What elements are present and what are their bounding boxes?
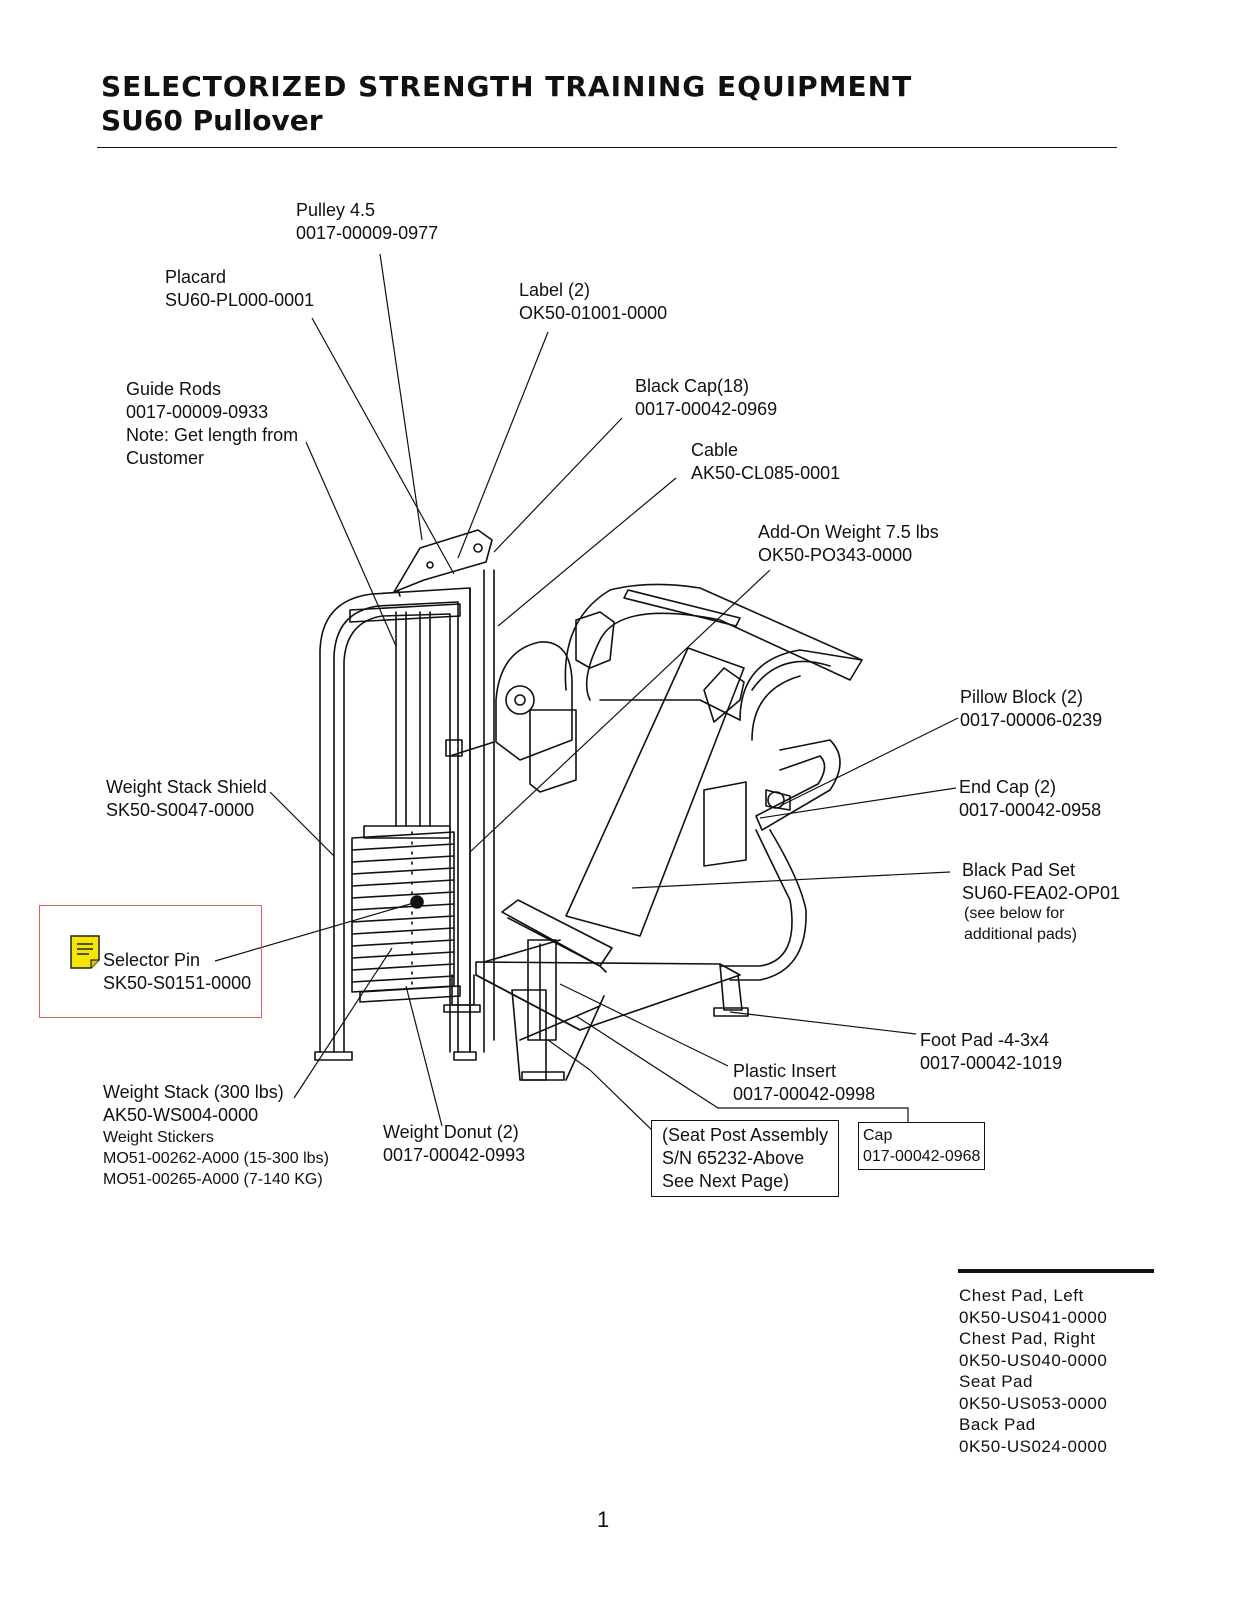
callout-pillow-block: Pillow Block (2) 0017-00006-0239 [960,686,1102,732]
callout-part-number: 0017-00009-0933 [126,402,269,422]
callout-part-number: 0017-00009-0977 [296,223,439,243]
callout-part-number: MO51-00262-A000 (15-300 lbs) [103,1150,329,1167]
callout-part-number: SK50-S0151-0000 [103,973,252,993]
callout-black-pad-set-note: (see below for additional pads) [964,903,1077,945]
callout-selector-pin: Selector Pin SK50-S0151-0000 [103,949,251,995]
callout-name: Selector Pin [103,950,201,970]
callout-name: Pulley 4.5 [296,200,376,220]
callout-part-number: 0017-00042-0969 [635,399,778,419]
callout-name: Cable [691,440,739,460]
callout-name: End Cap (2) [959,777,1057,797]
callout-part-number: OK50-01001-0000 [519,303,668,323]
callout-part-number: AK50-CL085-0001 [691,463,841,483]
callout-black-pad-set: Black Pad Set SU60-FEA02-OP01 [962,859,1120,905]
page-number: 1 [597,1507,610,1532]
callout-part-number: SU60-PL000-0001 [165,290,315,310]
callout-weight-stack: Weight Stack (300 lbs) AK50-WS004-0000 [103,1081,284,1127]
callout-add-on-weight: Add-On Weight 7.5 lbs OK50-PO343-0000 [758,521,939,567]
document-title: SELECTORIZED STRENGTH TRAINING EQUIPMENT… [101,70,912,138]
title-divider [97,147,1117,148]
list-item: 0K50-US040-0000 [959,1350,1108,1370]
callout-name: Add-On Weight 7.5 lbs [758,522,939,542]
pads-list-divider [958,1269,1154,1273]
callout-part-number: 017-00042-0968 [863,1148,981,1165]
callout-name: Foot Pad -4-3x4 [920,1030,1050,1050]
callout-foot-pad: Foot Pad -4-3x4 0017-00042-1019 [920,1029,1062,1075]
sticky-note-icon[interactable] [69,934,101,970]
callout-plastic-insert: Plastic Insert 0017-00042-0998 [733,1060,875,1106]
callout-note: Customer [126,448,205,468]
callout-part-number: 0017-00042-0958 [959,800,1102,820]
weight-stack-plates [351,825,461,1003]
base-frame [443,939,749,1031]
callout-pulley: Pulley 4.5 0017-00009-0977 [296,199,438,245]
list-item: Seat Pad [959,1372,1033,1391]
callout-note: See Next Page) [662,1171,790,1191]
additional-pads-list: Chest Pad, Left 0K50-US041-0000 Chest Pa… [959,1285,1107,1457]
callout-part-number: OK50-PO343-0000 [758,545,913,565]
callout-end-cap: End Cap (2) 0017-00042-0958 [959,776,1101,822]
callout-seat-post-assembly: (Seat Post Assembly S/N 65232-Above See … [651,1120,839,1197]
callout-part-number: 0017-00042-0998 [733,1084,876,1104]
callout-name: Placard [165,267,227,287]
list-item: 0K50-US024-0000 [959,1436,1108,1456]
leader-lines [214,253,959,1135]
callout-placard: Placard SU60-PL000-0001 [165,266,314,312]
list-item: Chest Pad, Right [959,1329,1096,1348]
callout-name: Weight Stack (300 lbs) [103,1082,284,1102]
callout-part-number: MO51-00265-A000 (7-140 KG) [103,1171,323,1188]
seat-assembly [501,899,613,1081]
callout-part-number: SK50-S0047-0000 [106,800,255,820]
callout-part-number: 0017-00006-0239 [960,710,1103,730]
callout-part-number: SU60-FEA02-OP01 [962,883,1121,903]
callout-weight-donut: Weight Donut (2) 0017-00042-0993 [383,1121,525,1167]
callout-cap: Cap 017-00042-0968 [858,1122,986,1170]
title-line-1: SELECTORIZED STRENGTH TRAINING EQUIPMENT [101,70,913,103]
callout-part-number: 0017-00042-0993 [383,1145,526,1165]
callout-name: Black Pad Set [962,860,1076,880]
callout-weight-stickers: Weight Stickers MO51-00262-A000 (15-300 … [103,1127,329,1190]
callout-label: Label (2) OK50-01001-0000 [519,279,667,325]
callout-note: S/N 65232-Above [662,1148,805,1168]
callout-name: Weight Stack Shield [106,777,267,797]
callout-name: Cap [863,1127,893,1144]
callout-name: Weight Stickers [103,1129,214,1146]
list-item: Back Pad [959,1415,1036,1434]
callout-part-number: AK50-WS004-0000 [103,1105,259,1125]
title-line-2: SU60 Pullover [101,104,323,137]
list-item: Chest Pad, Left [959,1286,1084,1305]
back-pad-shape [565,647,745,937]
callout-note: additional pads) [964,926,1077,943]
callout-name: Weight Donut (2) [383,1122,519,1142]
callout-note: Note: Get length from [126,425,299,445]
callout-name: Guide Rods [126,379,222,399]
callout-name: (Seat Post Assembly [662,1125,829,1145]
list-item: 0K50-US041-0000 [959,1307,1108,1327]
callout-name: Label (2) [519,280,591,300]
pivot-housing [445,611,615,793]
callout-name: Plastic Insert [733,1061,837,1081]
callout-name: Black Cap(18) [635,376,750,396]
callout-cable: Cable AK50-CL085-0001 [691,439,840,485]
pullover-arc-frame [564,583,863,981]
weight-stack-tower [314,529,495,1061]
callout-name: Pillow Block (2) [960,687,1084,707]
selector-pin-highlight [39,905,262,1018]
callout-black-cap: Black Cap(18) 0017-00042-0969 [635,375,777,421]
list-item: 0K50-US053-0000 [959,1393,1108,1413]
callout-weight-stack-shield: Weight Stack Shield SK50-S0047-0000 [106,776,267,822]
callout-note: (see below for [964,905,1065,922]
add-on-weight-shape [703,781,747,867]
callout-part-number: 0017-00042-1019 [920,1053,1063,1073]
callout-guide-rods: Guide Rods 0017-00009-0933 Note: Get len… [126,378,298,470]
